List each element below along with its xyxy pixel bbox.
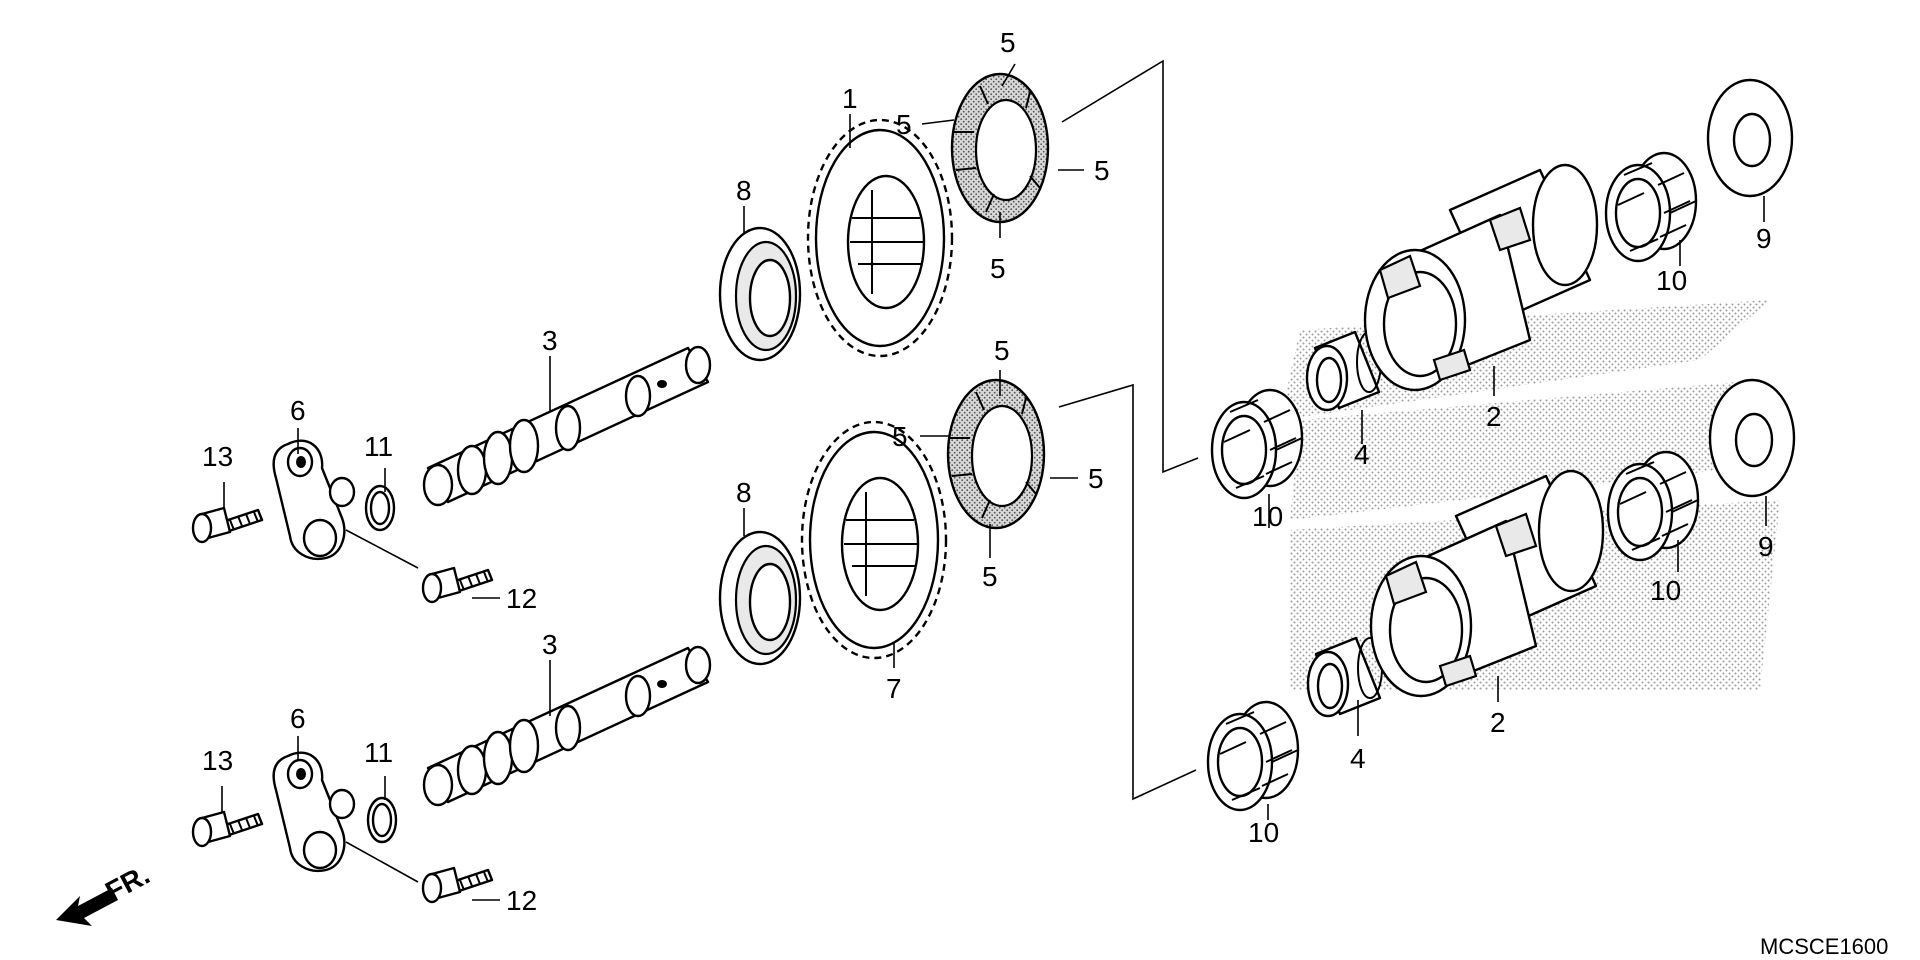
callout-1: 1 (842, 83, 858, 114)
callout-8: 8 (736, 477, 752, 508)
callout-5: 5 (1088, 463, 1104, 494)
bearing-lower-left (1206, 700, 1300, 812)
callout-5: 5 (994, 335, 1010, 366)
primary-gear (806, 118, 954, 358)
callout-8: 8 (736, 175, 752, 206)
oring-upper (364, 484, 396, 532)
callout-9: 9 (1756, 223, 1772, 254)
bolt-12-lower (421, 866, 494, 904)
washer-lower (1708, 378, 1796, 498)
callout-13: 13 (202, 745, 233, 776)
shaft-upper (422, 345, 712, 507)
callout-10: 10 (1248, 817, 1279, 848)
oring-lower (366, 796, 398, 844)
callout-6: 6 (290, 395, 306, 426)
assembly-line-upper (1061, 59, 1199, 474)
shaft-lower (422, 645, 712, 807)
callout-5: 5 (1000, 27, 1016, 58)
callout-4: 4 (1350, 743, 1366, 774)
rocker-arm-lower (272, 751, 356, 873)
leader-lines (221, 63, 1767, 901)
callout-12: 12 (506, 583, 537, 614)
callout-7: 7 (886, 673, 902, 704)
callout-9: 9 (1758, 531, 1774, 562)
callout-4: 4 (1354, 439, 1370, 470)
callout-11: 11 (364, 737, 393, 768)
callout-13: 13 (202, 441, 233, 472)
front-arrow: FR. (56, 859, 155, 926)
oil-seal-lower (718, 530, 802, 666)
oil-seal-upper (718, 226, 802, 362)
callout-3: 3 (542, 325, 558, 356)
callout-5: 5 (1094, 155, 1110, 186)
callout-2: 2 (1486, 401, 1502, 432)
callout-10: 10 (1252, 501, 1283, 532)
callout-11: 11 (364, 431, 393, 462)
diagram-code: MCSCE1600 (1760, 934, 1888, 959)
callout-6: 6 (290, 703, 306, 734)
callout-5: 5 (896, 109, 912, 140)
callout-5: 5 (990, 253, 1006, 284)
damper-ring-lower (946, 378, 1046, 530)
callout-5: 5 (982, 561, 998, 592)
callout-3: 3 (542, 629, 558, 660)
bearing-upper-right (1604, 151, 1698, 263)
assembly-line-lower (1058, 383, 1197, 801)
washer-upper (1706, 78, 1794, 198)
callouts: 1 2 2 3 3 4 4 5 5 5 5 5 5 5 5 6 6 7 8 8 … (202, 27, 1774, 916)
callout-5: 5 (892, 421, 908, 452)
secondary-gear (800, 420, 948, 660)
bolt-12-upper (421, 566, 494, 604)
damper-ring-upper (950, 72, 1050, 224)
rocker-arm-upper (272, 439, 356, 561)
callout-12: 12 (506, 885, 537, 916)
callout-10: 10 (1650, 575, 1681, 606)
bolt-13-lower (191, 810, 264, 848)
bolt-13-upper (191, 506, 264, 544)
bearing-upper-left (1210, 388, 1304, 500)
callout-2: 2 (1490, 707, 1506, 738)
callout-10: 10 (1656, 265, 1687, 296)
